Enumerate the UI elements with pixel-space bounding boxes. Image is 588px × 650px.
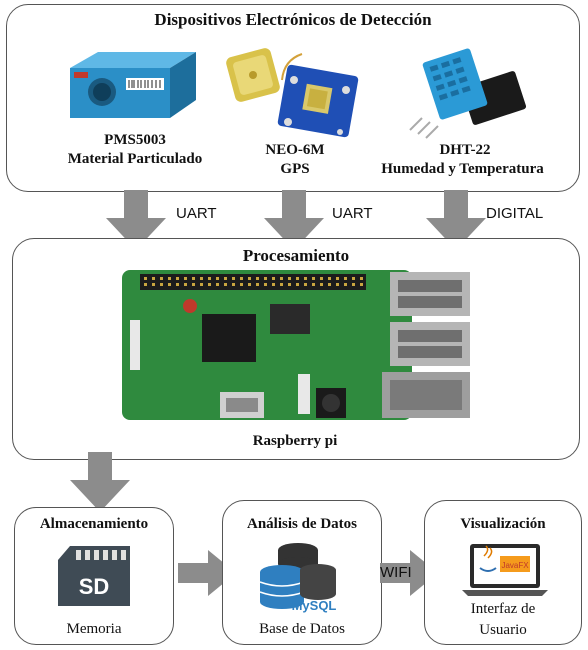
visualization-caption-line1: Interfaz de xyxy=(470,601,536,617)
analysis-caption: Base de Datos xyxy=(259,621,345,637)
raspberry-pi-board-image xyxy=(120,264,472,430)
storage-title: Almacenamiento xyxy=(39,516,149,532)
link-label-wifi: WIFI xyxy=(380,564,412,581)
analysis-title: Análisis de Datos xyxy=(246,516,358,532)
link-label-uart-1: UART xyxy=(176,205,217,222)
javafx-logo-text: JavaFX xyxy=(501,561,529,570)
dht22-description: Humedad y Temperatura xyxy=(381,161,544,177)
pms5003-label: PMS5003 xyxy=(104,132,166,148)
arrow-storage-to-analysis xyxy=(178,548,238,598)
pms5003-description: Material Particulado xyxy=(67,151,203,167)
visualization-caption-line2: Usuario xyxy=(479,622,527,638)
neo6m-gps-image xyxy=(222,40,364,140)
neo6m-description: GPS xyxy=(280,161,310,177)
link-label-digital: DIGITAL xyxy=(486,205,544,222)
arrow-gps-to-processing xyxy=(262,190,326,254)
database-icon: MySQL xyxy=(252,540,352,616)
neo6m-label: NEO-6M xyxy=(265,142,325,158)
dht22-sensor-image xyxy=(408,48,528,140)
sd-card-text: SD xyxy=(79,574,110,599)
laptop-icon: JavaFX xyxy=(460,542,550,598)
mysql-logo-text: MySQL xyxy=(292,598,337,613)
pms5003-sensor-image xyxy=(60,44,200,124)
link-label-uart-2: UART xyxy=(332,205,373,222)
processing-title: Procesamiento xyxy=(242,246,350,265)
visualization-title: Visualización xyxy=(460,516,546,532)
sd-card-icon: SD xyxy=(56,546,132,608)
arrow-pms-to-processing xyxy=(104,190,168,254)
storage-caption: Memoria xyxy=(66,621,122,637)
sensors-title: Dispositivos Electrónicos de Detección xyxy=(154,10,432,29)
arrow-analysis-to-visualization xyxy=(380,548,440,598)
raspberry-pi-caption: Raspberry pi xyxy=(252,433,338,449)
arrow-dht-to-processing xyxy=(424,190,488,254)
arrow-processing-to-storage xyxy=(68,452,132,516)
dht22-label: DHT-22 xyxy=(439,142,491,158)
